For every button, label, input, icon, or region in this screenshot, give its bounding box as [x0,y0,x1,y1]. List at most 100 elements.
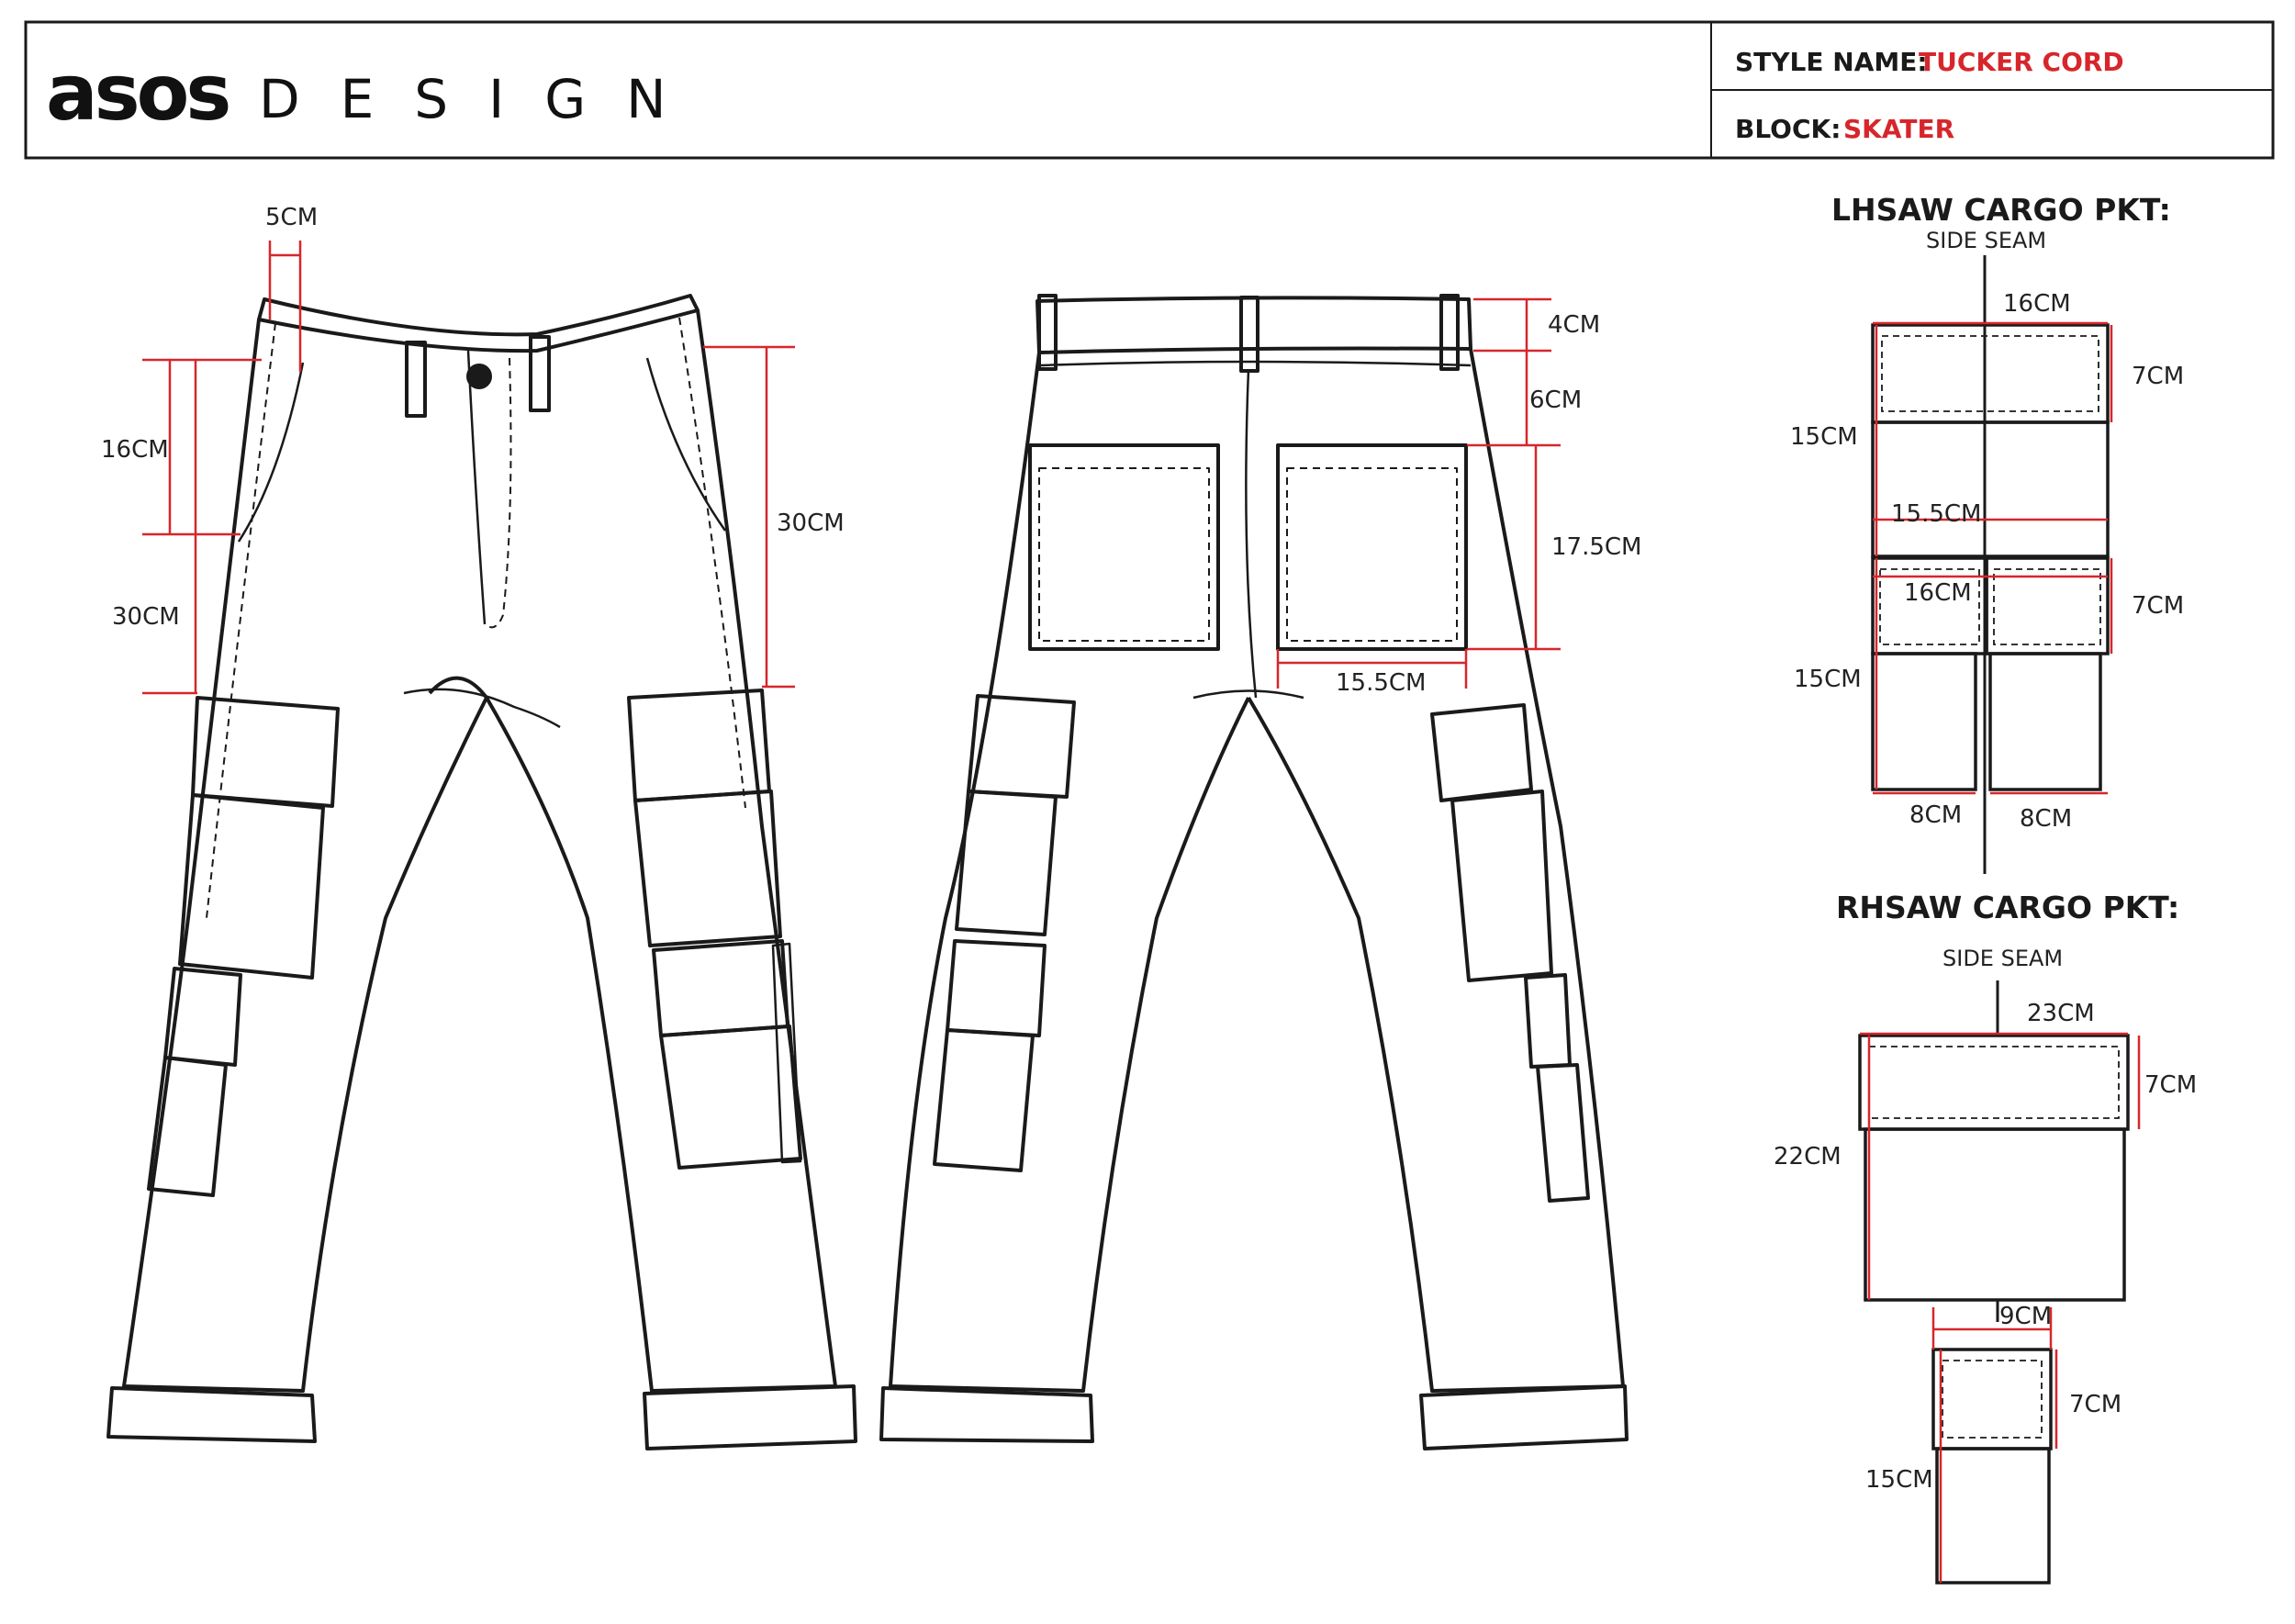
front-left-cargo-flap [191,696,340,808]
rhsaw-labels: 23CM 7CM 22CM 9CM 7CM 15CM [1774,1000,2197,1494]
front-pocket-right [645,357,727,532]
lhsaw-upper-flap-stitch [1881,335,2099,412]
front-right-lower-flap [652,939,789,1037]
back-measurement-labels: 4CM 6CM 17.5CM 15.5CM [1336,311,1641,697]
rhsaw-9cm-label: 9CM [1999,1303,2052,1330]
rhsaw-measurements [1860,1032,2141,1583]
lhsaw-8cm-left-label: 8CM [1909,801,1962,829]
lhsaw-15cm-upper-label: 15CM [1790,423,1858,451]
back-cuff-right [1419,1384,1629,1450]
back-belt-loop-right [1439,294,1460,371]
lhsaw-15-5cm-label: 15.5CM [1891,500,1981,528]
rhsaw-small-15cm-label: 15CM [1865,1466,1933,1494]
lhsaw-drawing [1871,255,2110,874]
block-label: BLOCK: [1735,114,1841,144]
rhsaw-7cm-label: 7CM [2144,1071,2197,1099]
rhsaw-drawing [1858,980,2130,1585]
front-30cm-left-label: 30CM [112,603,180,631]
front-30cm-right-label: 30CM [777,510,845,537]
lhsaw-lower-pocket-right [1988,652,2102,791]
back-6cm-label: 6CM [1529,386,1582,414]
rhsaw-small-flap-stitch [1942,1360,2043,1439]
front-button [466,364,492,389]
back-left-lower-pocket [933,1028,1035,1172]
lhsaw-7cm-lower-label: 7CM [2132,592,2184,620]
back-17-5cm-label: 17.5CM [1551,533,1641,561]
lhsaw-side-seam: SIDE SEAM [1926,228,2046,253]
back-right-lower-flap [1524,973,1572,1069]
lhsaw-lower-flap-left-stitch [1879,568,1980,645]
front-left-lower-flap [163,967,242,1067]
back-pocket-left [1028,443,1220,651]
front-belt-loop-right [529,335,551,412]
back-pocket-right [1276,443,1468,651]
rhsaw-flap-stitch [1868,1046,2120,1119]
back-right-cargo-flap [1430,703,1533,802]
style-name-label: STYLE NAME: [1735,47,1928,77]
header: asos DESIGN STYLE NAME: TUCKER CORD BLOC… [24,20,2275,160]
back-right-cargo-pocket [1450,790,1553,982]
rhsaw-pocket [1864,1127,2126,1302]
rhsaw-23cm-label: 23CM [2027,1000,2095,1027]
back-measurements [1276,297,1561,689]
front-cuff-right [643,1384,857,1450]
back-4cm-label: 4CM [1548,311,1600,339]
front-waistband [257,294,700,353]
back-waistband [1036,296,1472,354]
rhsaw-title: RHSAW CARGO PKT: [1836,890,2179,925]
front-outseam-stitch-left [206,322,276,919]
lhsaw-labels: 16CM 7CM 15CM 15.5CM 16CM 7CM 15CM 8CM 8… [1790,290,2184,833]
front-fly-stitch [484,357,512,629]
rhsaw-section: RHSAW CARGO PKT: SIDE SEAM [1836,890,2179,971]
back-15-5cm-label: 15.5CM [1336,669,1426,697]
rhsaw-small-pocket [1935,1447,2051,1585]
back-center-seam [1245,368,1258,699]
lhsaw-8cm-right-label: 8CM [2020,805,2072,833]
lhsaw-lower-flap-right [1985,556,2110,655]
lhsaw-7cm-upper-label: 7CM [2132,363,2184,390]
front-measurement-labels: 5CM 16CM 30CM 30CM [101,204,845,631]
block-value: SKATER [1843,114,1954,144]
lhsaw-15cm-lower-label: 15CM [1794,666,1862,693]
lhsaw-16cm-lower-label: 16CM [1904,579,1972,607]
back-left-cargo-flap [967,694,1076,799]
lhsaw-16cm-top-label: 16CM [2003,290,2071,318]
front-right-cargo-pocket [633,790,782,947]
lhsaw-upper-pocket [1871,420,2110,558]
lhsaw-lower-pocket-left [1871,652,1977,791]
lhsaw-title: LHSAW CARGO PKT: [1831,192,2171,228]
style-name-value: TUCKER CORD [1919,47,2124,77]
back-left-cargo-pocket [955,790,1058,936]
front-measurements [142,241,795,695]
front-crotch-wrinkle [403,688,561,729]
front-5cm-label: 5CM [265,204,318,231]
back-left-lower-flap [946,939,1047,1037]
back-cuff-left [879,1386,1094,1443]
front-right-side-tab [771,942,802,1164]
rhsaw-flap [1858,1034,2130,1131]
front-outseam-stitch-right [678,317,746,809]
front-fly [466,350,487,625]
lhsaw-upper-flap [1871,323,2110,424]
front-cuff-left [106,1386,317,1443]
lhsaw-lower-flap-right-stitch [1993,568,2101,645]
back-yoke-seam [1038,360,1472,367]
front-belt-loop-left [405,341,427,418]
brand-design-text: DESIGN [259,68,707,130]
rhsaw-small-flap [1931,1348,2053,1450]
front-leg-right [485,309,837,1393]
back-leg-right [1247,348,1625,1393]
rhsaw-small-7cm-label: 7CM [2069,1391,2121,1418]
back-belt-loop-center [1239,296,1259,373]
asos-logo: asos [46,48,229,138]
back-pocket-left-stitch [1038,467,1210,642]
front-view-drawing [106,294,857,1450]
rhsaw-22cm-label: 22CM [1774,1143,1842,1170]
back-right-lower-pocket [1536,1063,1590,1203]
lhsaw-section: LHSAW CARGO PKT: SIDE SEAM [1831,192,2171,253]
back-belt-loop-left [1037,294,1058,371]
back-seat-wrinkle [1192,689,1304,700]
back-view-drawing [879,294,1629,1450]
front-pocket-left [237,362,305,543]
